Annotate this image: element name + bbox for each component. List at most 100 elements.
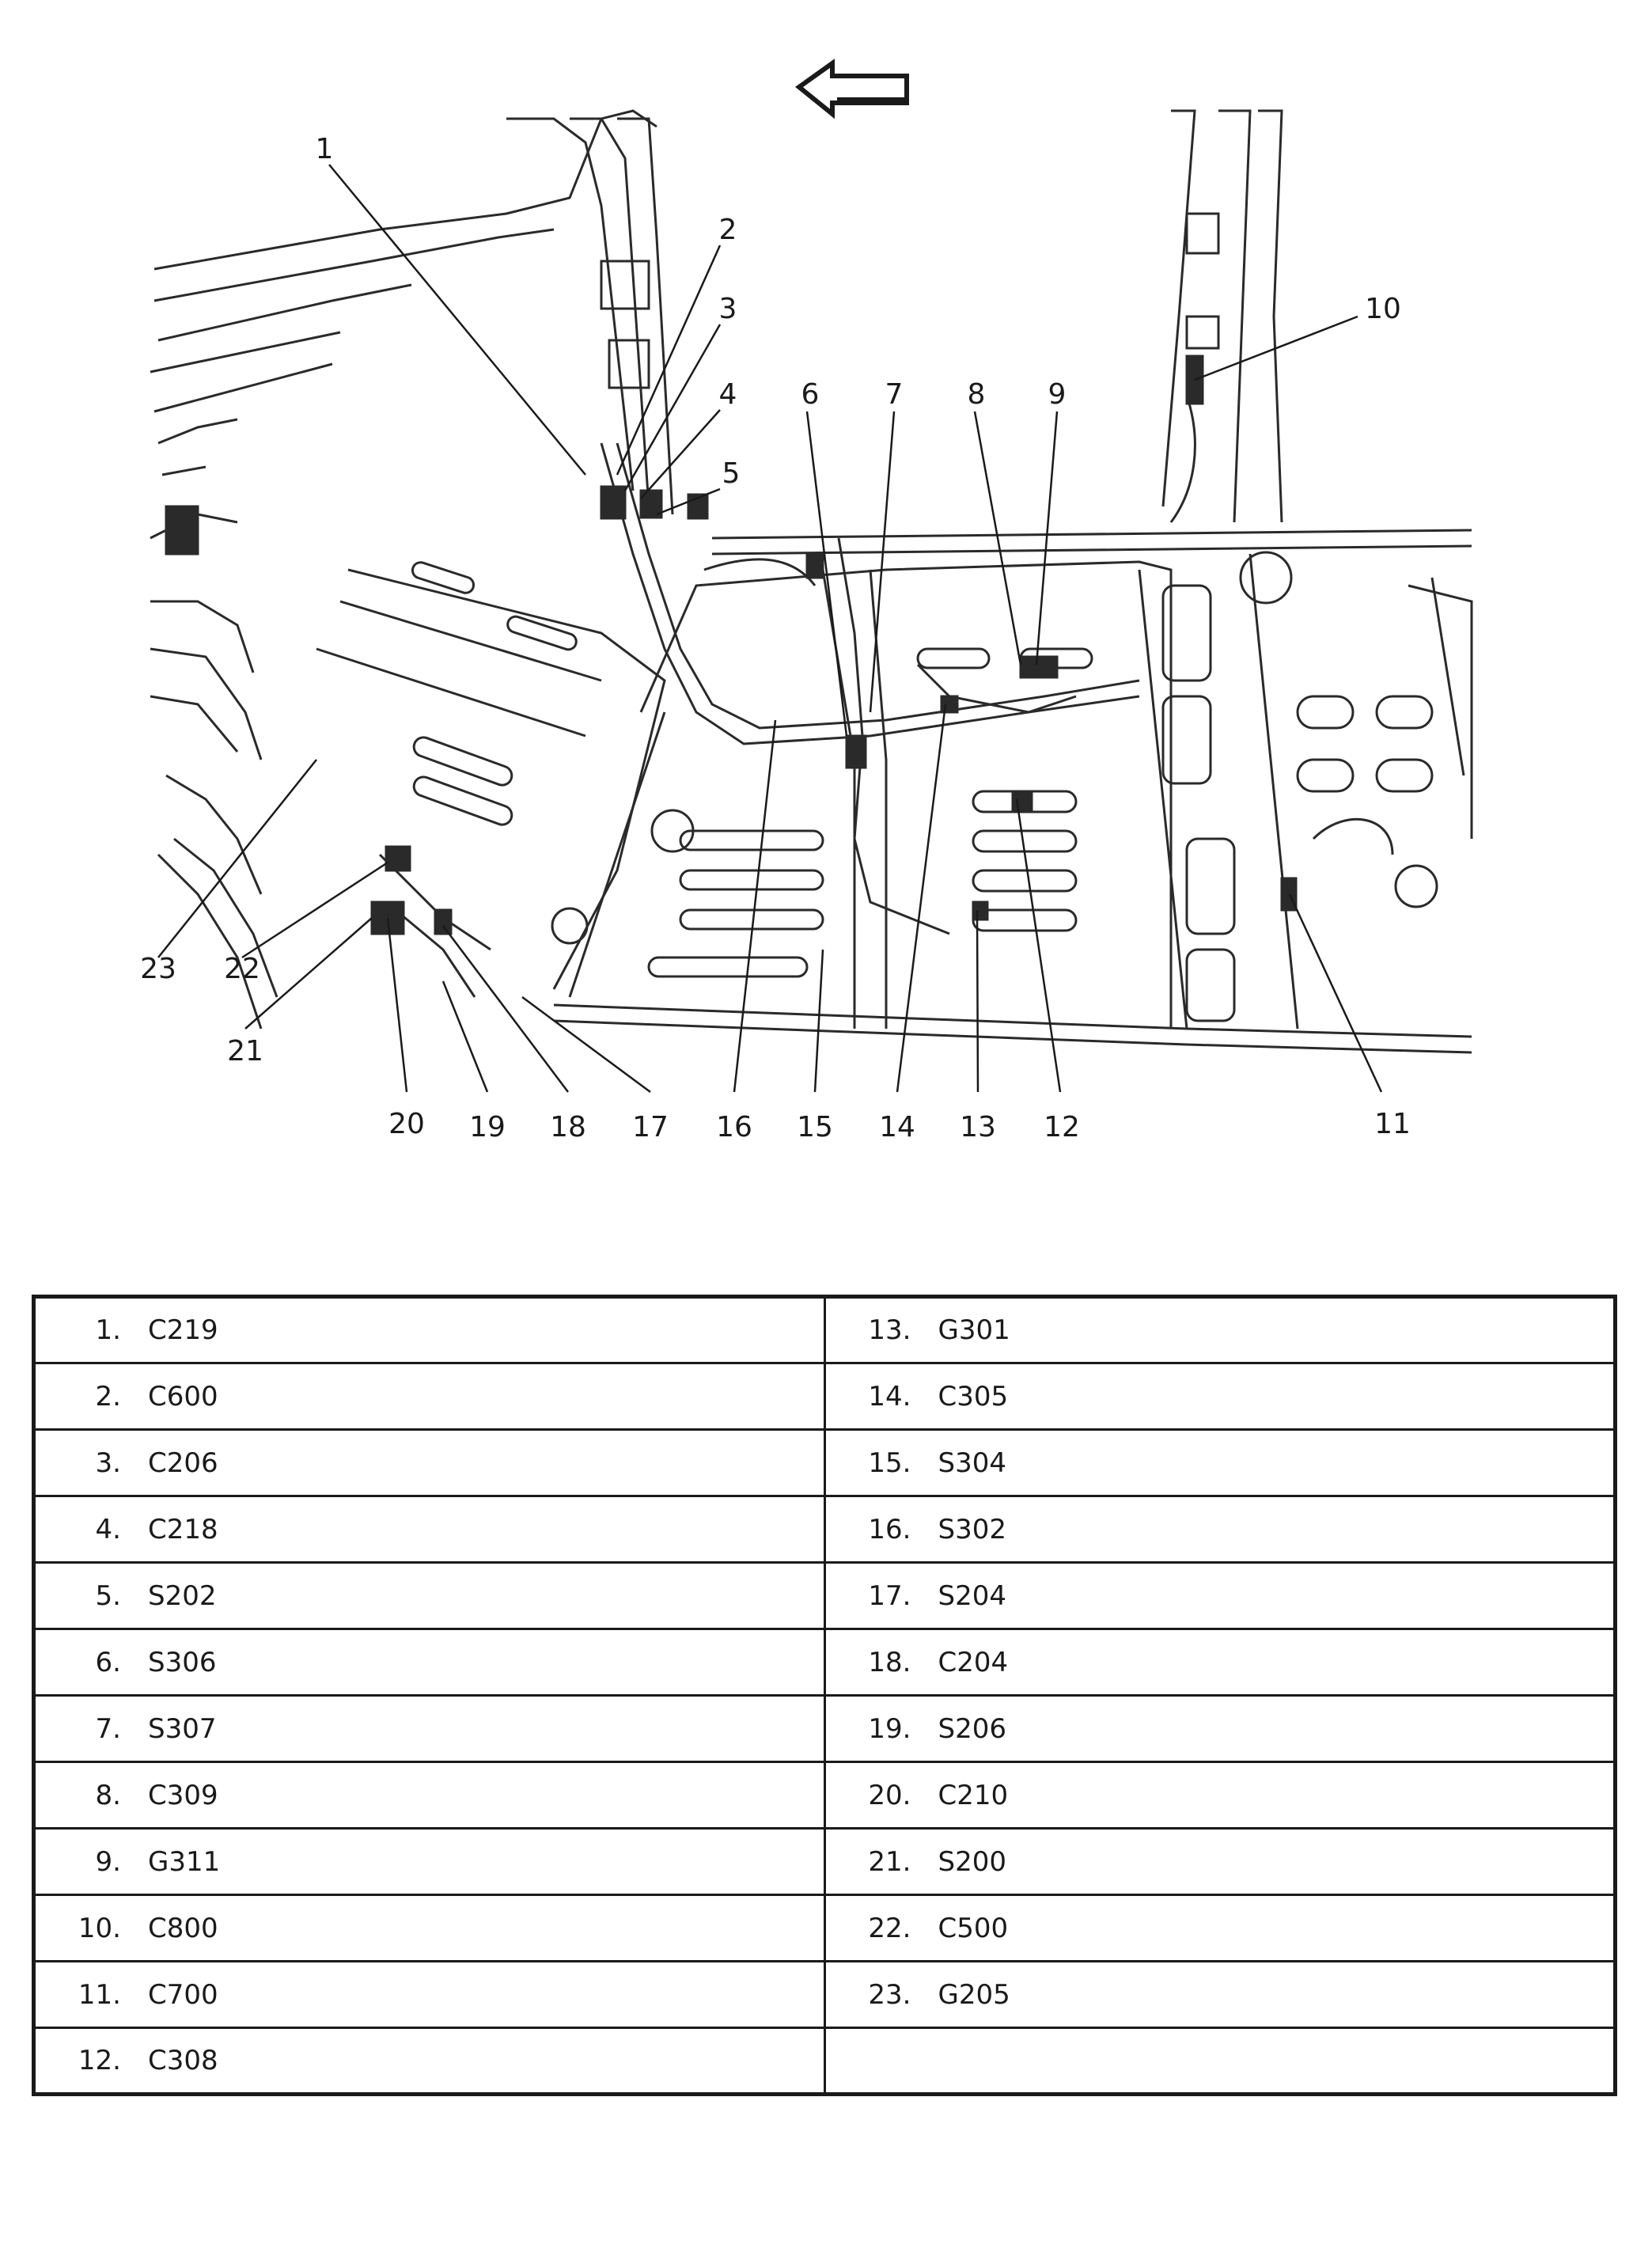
callout-numbers: 1 2 3 4 5 6 7 8 9 10 11 12 13 14 15 16 1… [140,133,1411,1143]
legend-cell: 5. S202 [32,1561,826,1630]
table-row: 4. C218 16. S302 [32,1495,1616,1564]
legend-cell: 21. S200 [823,1827,1616,1896]
table-row: 10. C800 22. C500 [32,1894,1616,1962]
legend-number: 16. [868,1513,911,1545]
legend-number: 1. [95,1314,121,1346]
callout-19: 19 [469,1111,506,1143]
table-row: 12. C308 [32,2027,1616,2095]
legend-number: 9. [95,1845,121,1878]
legend-code: C500 [938,1912,1009,1944]
legend-cell-empty [823,2027,1616,2095]
legend-number: 5. [95,1579,121,1612]
legend-code: G311 [148,1845,221,1878]
callout-23: 23 [140,953,176,985]
callout-9: 9 [1048,378,1067,411]
legend-cell: 13. G301 [823,1295,1616,1364]
legend-cell: 11. C700 [32,1960,826,2029]
legend-number: 15. [868,1447,911,1479]
callout-11: 11 [1374,1108,1411,1140]
callout-leader-lines [157,164,1383,1094]
table-row: 3. C206 15. S304 [32,1428,1616,1497]
legend-code: S206 [938,1712,1006,1745]
legend-cell: 16. S302 [823,1495,1616,1564]
legend-cell: 4. C218 [32,1495,826,1564]
legend-number: 14. [868,1380,911,1412]
legend-code: C305 [938,1380,1009,1412]
callout-2: 2 [719,214,737,246]
legend-number: 17. [868,1579,911,1612]
legend-cell: 22. C500 [823,1894,1616,1962]
legend-code: C204 [938,1646,1009,1678]
legend-number: 18. [868,1646,911,1678]
callout-12: 12 [1044,1111,1080,1143]
legend-cell: 15. S304 [823,1428,1616,1497]
legend-number: 7. [95,1712,121,1745]
callout-16: 16 [716,1111,752,1143]
callout-17: 17 [632,1111,669,1143]
legend-table: 1. C219 13. G301 2. C600 14. C305 3. C206 15.… [32,1295,1617,2096]
legend-code: G205 [938,1978,1010,2011]
legend-code: C800 [148,1912,218,1944]
legend-code: C309 [148,1779,218,1811]
legend-number: 13. [868,1314,911,1346]
callout-18: 18 [550,1111,586,1143]
legend-number: 10. [78,1912,121,1944]
callout-22: 22 [224,953,260,985]
table-row: 6.S306 18.C204 [32,1628,1616,1697]
legend-code: S204 [938,1579,1006,1612]
legend-code: C218 [148,1513,218,1545]
callout-7: 7 [885,378,904,411]
callout-20: 20 [388,1108,425,1140]
legend-cell: 9. G311 [32,1827,826,1896]
legend-code: C219 [148,1314,218,1346]
callout-14: 14 [879,1111,915,1143]
legend-code: S307 [148,1712,217,1745]
legend-number: 21. [868,1845,911,1878]
legend-number: 19. [868,1712,911,1745]
legend-number: 8. [95,1779,121,1811]
legend-number: 2. [95,1380,121,1412]
vehicle-body-illustration [150,109,1473,1054]
legend-number: 22. [868,1912,911,1944]
callout-1: 1 [316,133,334,165]
legend-code: S200 [938,1845,1006,1878]
legend-number: 12. [78,2045,121,2076]
legend-cell: 14. C305 [823,1362,1616,1431]
legend-code: G301 [938,1314,1010,1346]
legend-cell: 19. S206 [823,1694,1616,1763]
legend-code: C700 [148,1978,218,2011]
legend-cell: 12. C308 [32,2027,826,2095]
legend-code: C308 [148,2045,218,2076]
table-row: 5. S202 17. S204 [32,1561,1616,1630]
direction-arrow-icon [795,59,909,119]
legend-code: S304 [938,1447,1006,1479]
table-row: 11. C700 23. G205 [32,1960,1616,2029]
callout-6: 6 [801,378,820,411]
legend-code: S202 [148,1579,217,1612]
legend-number: 11. [78,1978,121,2011]
legend-number: 20. [868,1779,911,1811]
callout-21: 21 [227,1035,263,1067]
legend-code: S302 [938,1513,1006,1545]
callout-4: 4 [719,378,737,411]
legend-number: 23. [868,1978,911,2011]
legend-code: C206 [148,1447,218,1479]
legend-code: S306 [148,1646,217,1678]
legend-cell: 23. G205 [823,1960,1616,2029]
legend-code: C600 [148,1380,218,1412]
table-row: 7. S307 19. S206 [32,1694,1616,1763]
legend-number: 3. [95,1447,121,1479]
legend-cell: 10. C800 [32,1894,826,1962]
legend-cell: 18. C204 [823,1628,1616,1697]
legend-code: C210 [938,1779,1009,1811]
legend-cell: 7. S307 [32,1694,826,1763]
callout-5: 5 [722,457,741,490]
legend-cell: 8. C309 [32,1761,826,1830]
table-row: 1. C219 13. G301 [32,1295,1616,1364]
legend-cell: 2. C600 [32,1362,826,1431]
vehicle-floor-diagram: 1 2 3 4 5 6 7 8 9 10 11 12 13 14 15 16 1… [140,59,1473,1143]
legend-number: 4. [95,1513,121,1545]
legend-cell: 1. C219 [32,1295,826,1364]
callout-10: 10 [1365,293,1401,325]
callout-3: 3 [719,293,737,325]
